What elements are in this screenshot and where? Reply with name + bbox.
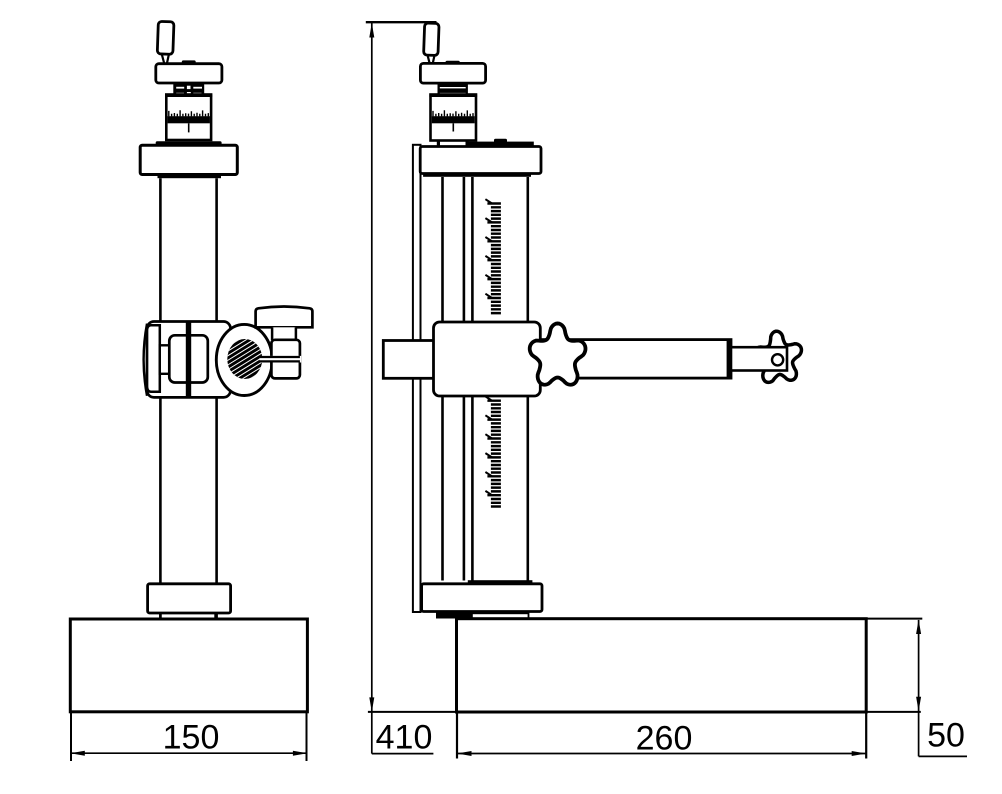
svg-text:410: 410: [376, 718, 433, 756]
svg-text:50: 50: [927, 717, 965, 755]
svg-text:150: 150: [163, 718, 220, 756]
svg-text:260: 260: [636, 720, 693, 758]
